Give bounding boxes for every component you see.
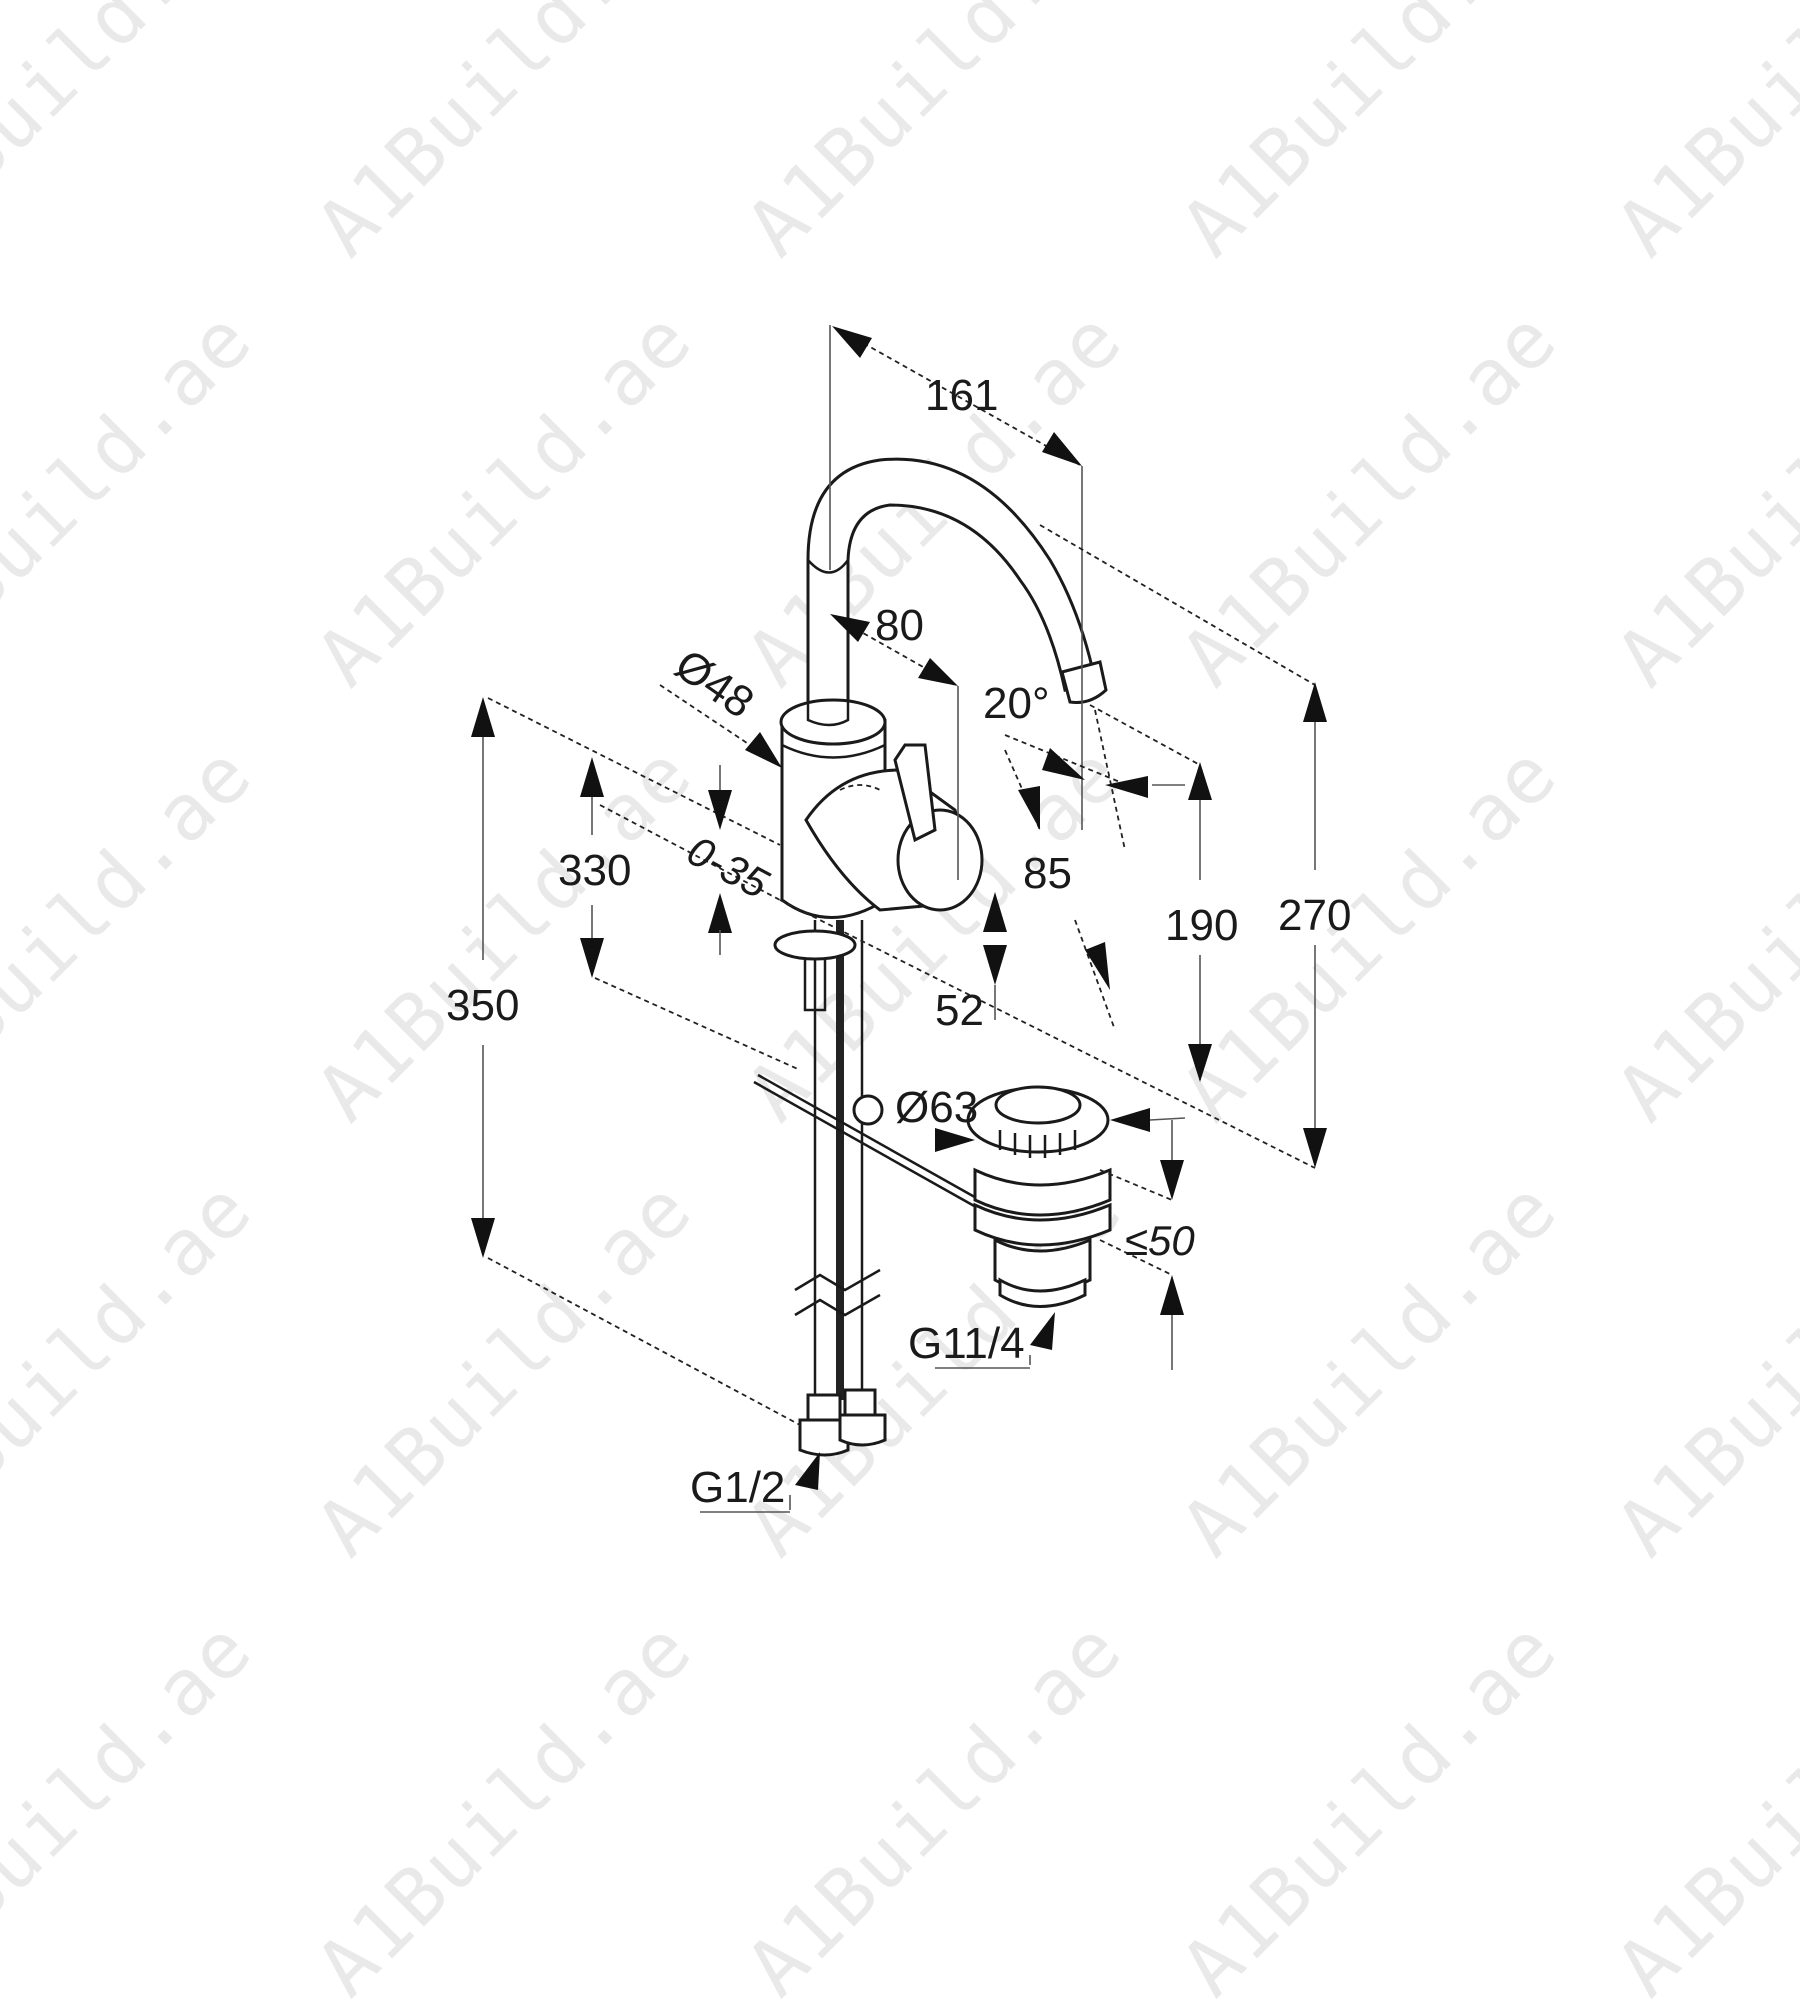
dim-spout-height: 190 [1165, 901, 1238, 950]
dim-lever-reach: 85 [1023, 849, 1072, 898]
popup-waste [966, 1085, 1112, 1308]
faucet-lever [804, 743, 984, 912]
dim-spout-offset: 80 [875, 601, 924, 650]
supply-hoses [773, 920, 887, 1457]
popup-rod [753, 1073, 981, 1209]
dim-body-diameter: Ø48 [666, 640, 762, 728]
dim-total-height: 270 [1278, 891, 1351, 940]
dim-waste-thread: G11/4 [908, 1319, 1025, 1368]
dim-waste-diameter: Ø63 [895, 1083, 978, 1132]
dim-height-330: 330 [558, 846, 631, 895]
dim-waste-depth: ≤50 [1125, 1217, 1195, 1264]
dim-spout-reach: 161 [925, 371, 998, 420]
dim-spout-angle: 20° [983, 679, 1050, 728]
dimension-labels: 161 80 Ø48 20° 85 330 350 0-35 52 190 27… [446, 371, 1351, 1512]
faucet-spout [806, 457, 1108, 722]
dim-lever-height: 52 [935, 986, 984, 1035]
dim-supply-thread: G1/2 [690, 1463, 785, 1512]
technical-drawing: 161 80 Ø48 20° 85 330 350 0-35 52 190 27… [446, 325, 1351, 1513]
dimension-lines [471, 325, 1327, 1513]
dim-deck-range: 0-35 [680, 826, 777, 907]
dim-height-350: 350 [446, 981, 519, 1030]
